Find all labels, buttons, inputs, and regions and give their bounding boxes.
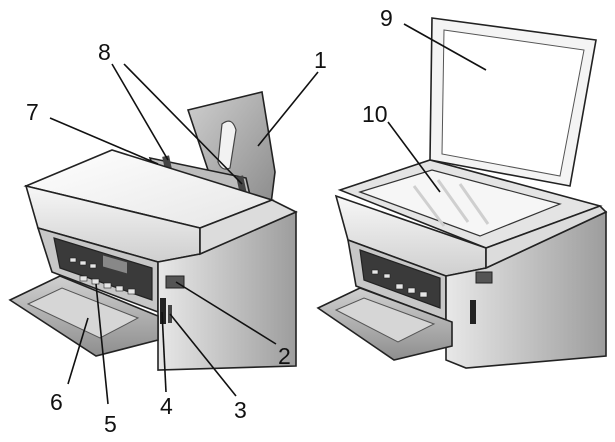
callout-10: 10 xyxy=(362,101,388,127)
right-printer xyxy=(318,18,606,368)
callout-2: 2 xyxy=(278,343,291,369)
callout-9: 9 xyxy=(380,5,393,31)
callout-8: 8 xyxy=(98,39,111,65)
callout-6: 6 xyxy=(50,389,63,415)
callout-7: 7 xyxy=(26,99,39,125)
leader-1 xyxy=(258,72,318,146)
lid-inner xyxy=(442,30,584,176)
callout-3: 3 xyxy=(234,397,247,423)
leader-8a xyxy=(112,64,168,160)
callout-4: 4 xyxy=(160,393,173,419)
right-card-slot xyxy=(470,300,476,324)
callout-1: 1 xyxy=(314,47,327,73)
right-pictbridge-port xyxy=(476,272,492,283)
callout-5: 5 xyxy=(104,411,117,437)
